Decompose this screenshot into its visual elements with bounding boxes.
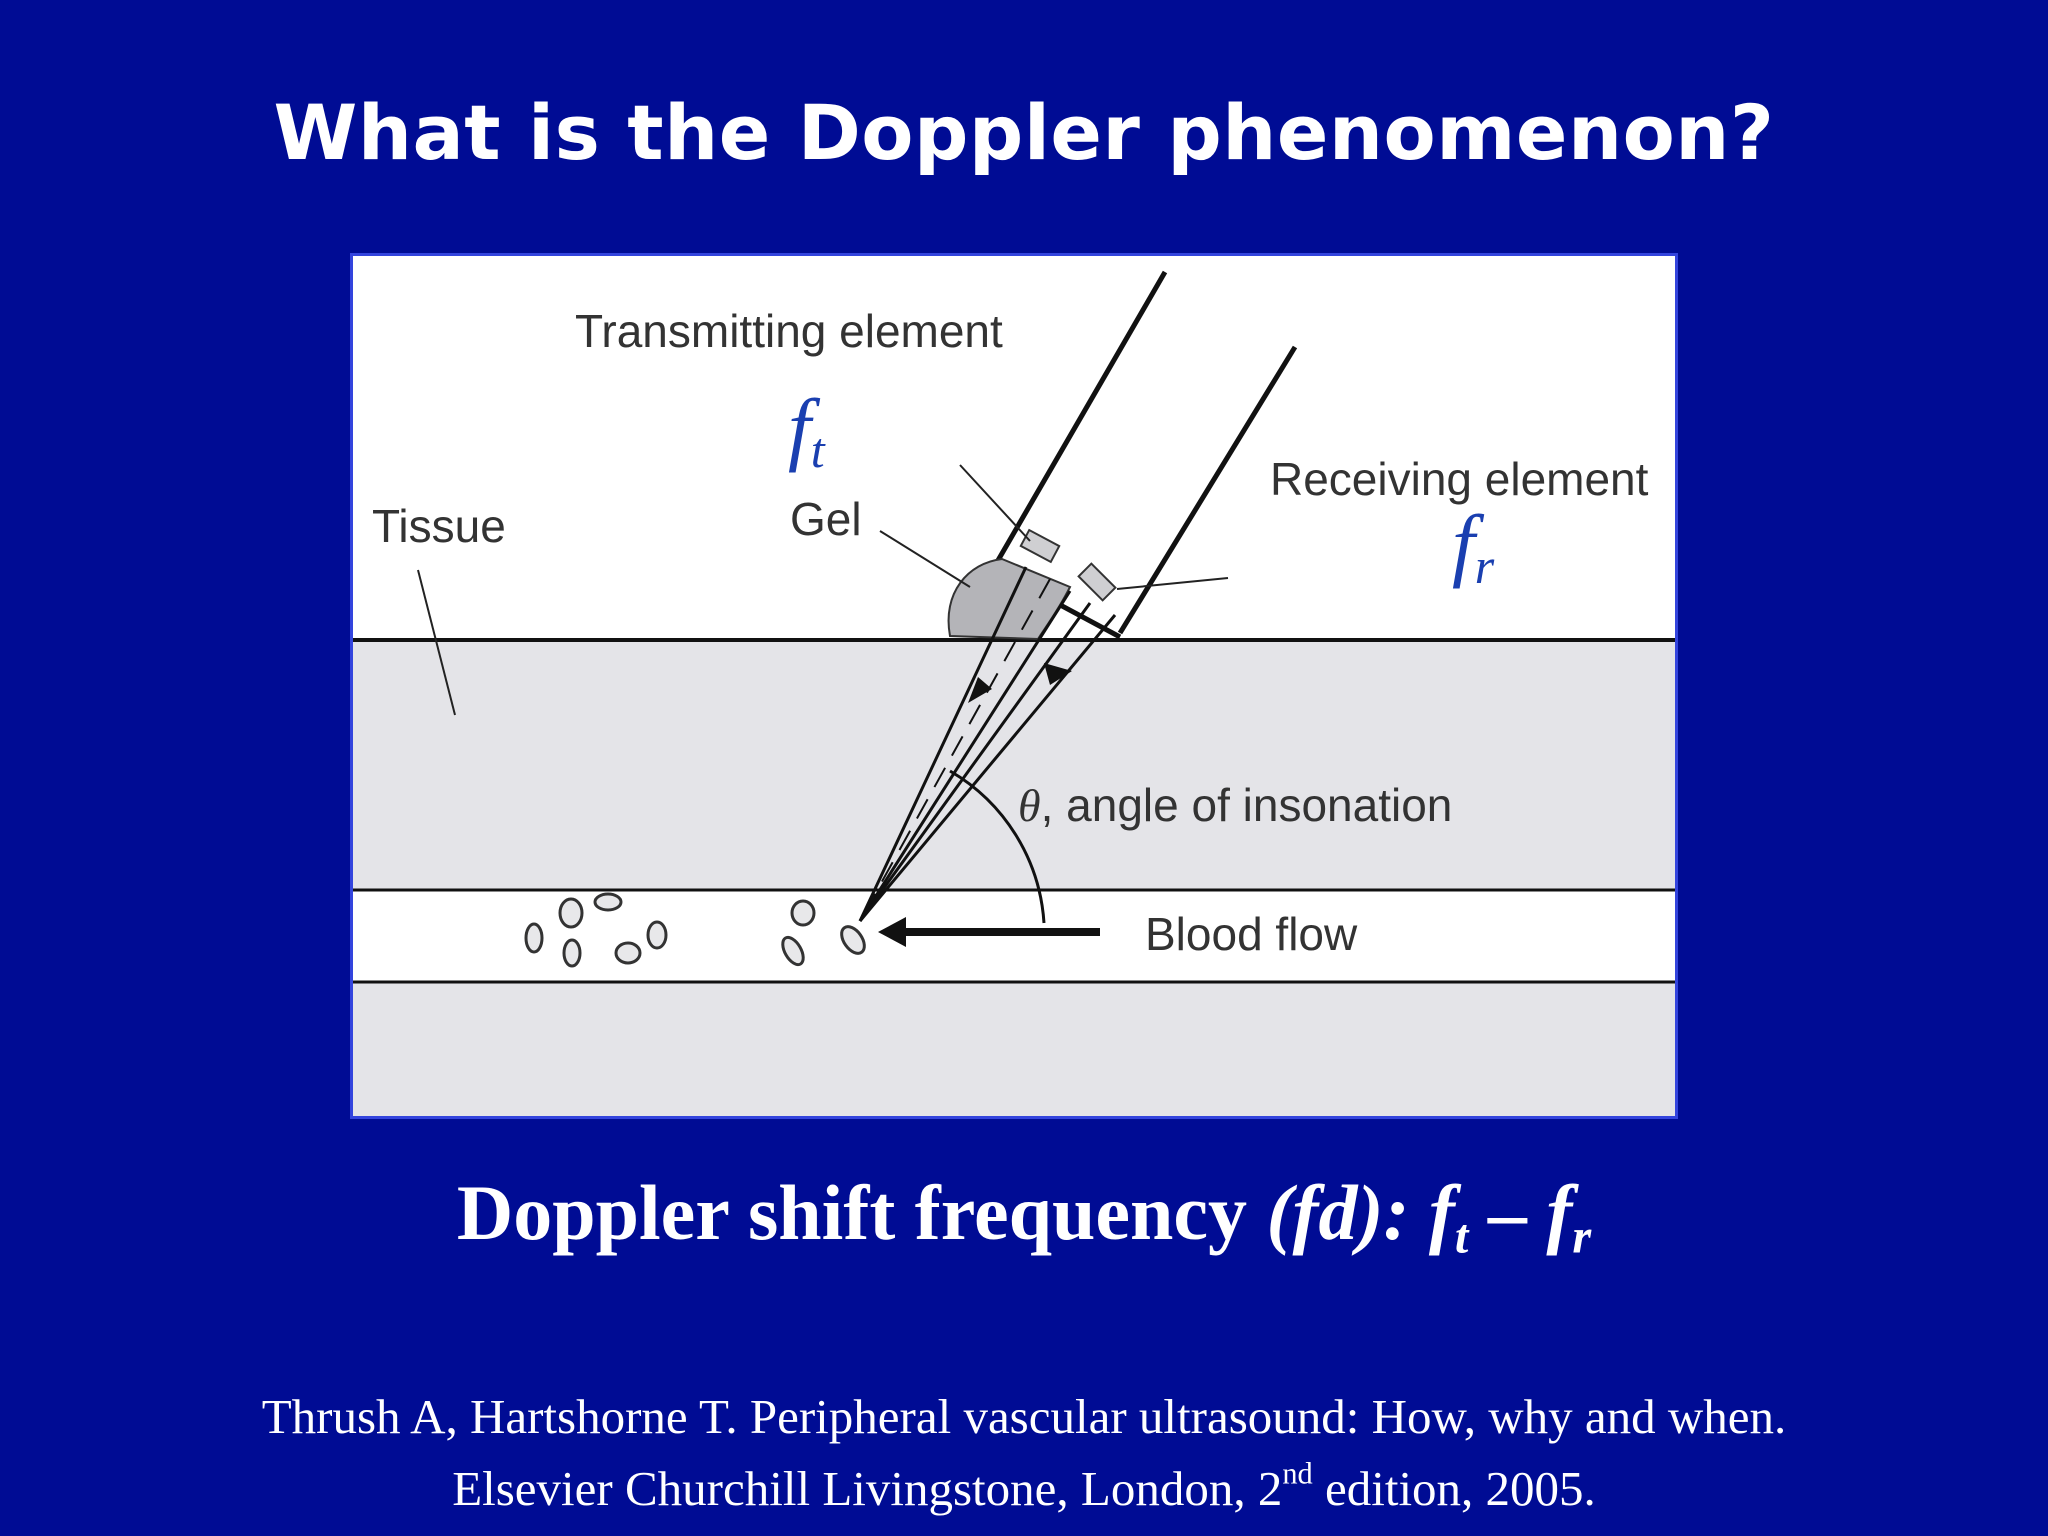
blood-flow-label: Blood flow: [1145, 908, 1358, 960]
received-beam-right: [858, 614, 1117, 922]
blood-cell: [558, 897, 584, 929]
formula-term2-sub: r: [1572, 1210, 1592, 1264]
angle-label: θ, angle of insonation: [1018, 779, 1452, 831]
gel-label: Gel: [790, 493, 862, 545]
tissue-label: Tissue: [372, 500, 506, 552]
blood-cell: [562, 938, 582, 968]
blood-cell: [524, 922, 544, 954]
doppler-diagram: Transmitting element Receiving element T…: [350, 253, 1678, 1119]
blood-flow-arrowhead: [878, 917, 906, 947]
transmitting-pointer: [959, 464, 1031, 542]
transmitting-element-label: Transmitting element: [575, 305, 1003, 357]
blood-cell: [790, 899, 816, 927]
doppler-diagram-svg: Transmitting element Receiving element T…: [350, 253, 1678, 1119]
citation-line-2-start: Elsevier Churchill Livingstone, London, …: [452, 1461, 1283, 1516]
formula-operator: –: [1468, 1169, 1547, 1256]
tissue-pointer: [417, 569, 456, 716]
formula-term1-base: f: [1428, 1169, 1455, 1256]
transmitting-crystal: [1019, 528, 1061, 564]
blood-cells: [524, 892, 866, 968]
formula-term1-sub: t: [1454, 1210, 1469, 1264]
fr-subscript: r: [1475, 538, 1495, 594]
blood-cell: [781, 935, 805, 967]
formula-term2: fr: [1546, 1169, 1591, 1261]
formula-prefix: Doppler shift frequency: [456, 1169, 1267, 1256]
ft-subscript: t: [811, 422, 826, 478]
angle-text: , angle of insonation: [1041, 779, 1453, 831]
formula-term2-base: f: [1546, 1169, 1573, 1256]
citation-line-2-end: edition, 2005.: [1312, 1461, 1596, 1516]
citation-line-2: Elsevier Churchill Livingstone, London, …: [0, 1456, 2048, 1517]
slide-title: What is the Doppler phenomenon?: [273, 88, 1775, 177]
probe-left-edge: [990, 270, 1168, 571]
blood-cell: [646, 920, 668, 950]
receiving-crystal: [1077, 562, 1117, 602]
receiving-element-label: Receiving element: [1270, 453, 1649, 505]
diagram-border: [350, 253, 1678, 1119]
blood-cell: [614, 941, 642, 965]
citation-line-1: Thrush A, Hartshorne T. Peripheral vascu…: [261, 1389, 1787, 1444]
transmitted-beam-left: [858, 566, 1028, 922]
formula-variable: (fd):: [1266, 1169, 1410, 1256]
received-beam-left: [858, 602, 1092, 922]
blood-cell: [840, 925, 866, 955]
beam-center-dashed: [859, 578, 1051, 922]
deep-tissue-layer: [350, 982, 1678, 1119]
transmit-arrowhead: [968, 677, 992, 703]
formula-term1: ft: [1428, 1169, 1468, 1261]
gel-pointer: [879, 530, 971, 588]
receive-arrowhead: [1044, 663, 1072, 685]
blood-cell: [593, 892, 623, 912]
angle-arc: [949, 769, 1046, 924]
citation-edition-superscript: nd: [1282, 1456, 1313, 1491]
receiving-pointer: [1116, 577, 1229, 590]
angle-symbol: θ: [1018, 780, 1041, 831]
transmitted-beam-right: [858, 590, 1072, 922]
doppler-shift-formula: Doppler shift frequency (fd): ft – fr: [0, 1168, 2048, 1261]
